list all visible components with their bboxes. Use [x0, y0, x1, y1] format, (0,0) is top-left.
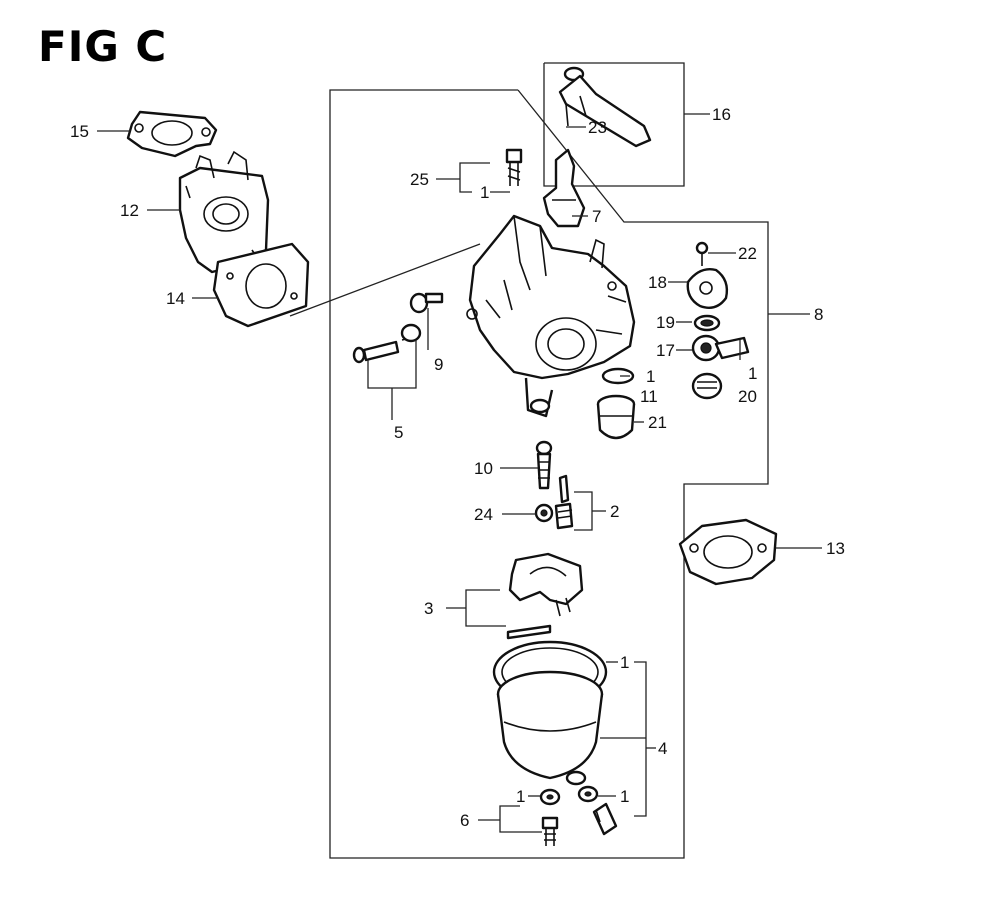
part-14-gasket: [212, 242, 310, 328]
part-18-cover: [686, 268, 729, 309]
label-21: 21: [648, 413, 667, 432]
label-23: 23: [588, 118, 607, 137]
part-6-drain-screw: [539, 788, 561, 846]
label-6: 6: [460, 811, 469, 830]
part-1-washer-right: [577, 785, 618, 836]
figure-title: FIG C: [38, 22, 168, 71]
label-4: 4: [658, 739, 667, 758]
label-14: 14: [166, 289, 185, 308]
label-9: 9: [434, 355, 443, 374]
carburetor-body: [466, 214, 636, 418]
label-1-a: 1: [480, 183, 489, 202]
part-labels: 15 12 14 16 23 25 1 7 22 8 18 19 17 1 20…: [70, 105, 845, 830]
part-9-screw: [409, 292, 444, 314]
part-22-screw: [695, 241, 709, 266]
part-20-seal: [691, 372, 723, 400]
part-16-choke-lever: [558, 66, 652, 148]
label-1-c: 1: [646, 367, 655, 386]
label-18: 18: [648, 273, 667, 292]
label-17: 17: [656, 341, 675, 360]
part-5-pilot-screw: [352, 323, 422, 364]
label-1-f: 1: [620, 787, 629, 806]
label-5: 5: [394, 423, 403, 442]
part-10-main-jet: [535, 440, 553, 490]
part-21-filter-cup: [596, 394, 636, 440]
label-13: 13: [826, 539, 845, 558]
label-7: 7: [592, 207, 601, 226]
part-16-box: [543, 62, 685, 187]
label-2: 2: [610, 502, 619, 521]
label-8: 8: [814, 305, 823, 324]
leader-lines: [97, 113, 822, 833]
assembly-boundary: [329, 89, 769, 859]
part-19-ring: [693, 314, 721, 332]
label-3: 3: [424, 599, 433, 618]
part-15-gasket: [126, 110, 218, 158]
part-24-jet: [534, 503, 554, 523]
label-15: 15: [70, 122, 89, 141]
part-25-screw: [505, 148, 523, 186]
leader-14-body: [289, 243, 481, 317]
label-11: 11: [640, 387, 658, 406]
label-24: 24: [474, 505, 493, 524]
label-25: 25: [410, 170, 429, 189]
label-16: 16: [712, 105, 731, 124]
label-1-e: 1: [516, 787, 525, 806]
part-13-gasket: [678, 518, 778, 586]
label-19: 19: [656, 313, 675, 332]
part-3-float: [506, 552, 584, 640]
label-10: 10: [474, 459, 493, 478]
label-20: 20: [738, 387, 757, 406]
part-4-float-bowl: [492, 640, 608, 786]
label-12: 12: [120, 201, 139, 220]
label-1-b: 1: [748, 364, 757, 383]
part-2-float-needle: [554, 474, 574, 530]
label-22: 22: [738, 244, 757, 263]
label-1-d: 1: [620, 653, 629, 672]
part-11-oring: [601, 367, 635, 385]
part-7-linkage: [542, 148, 586, 228]
